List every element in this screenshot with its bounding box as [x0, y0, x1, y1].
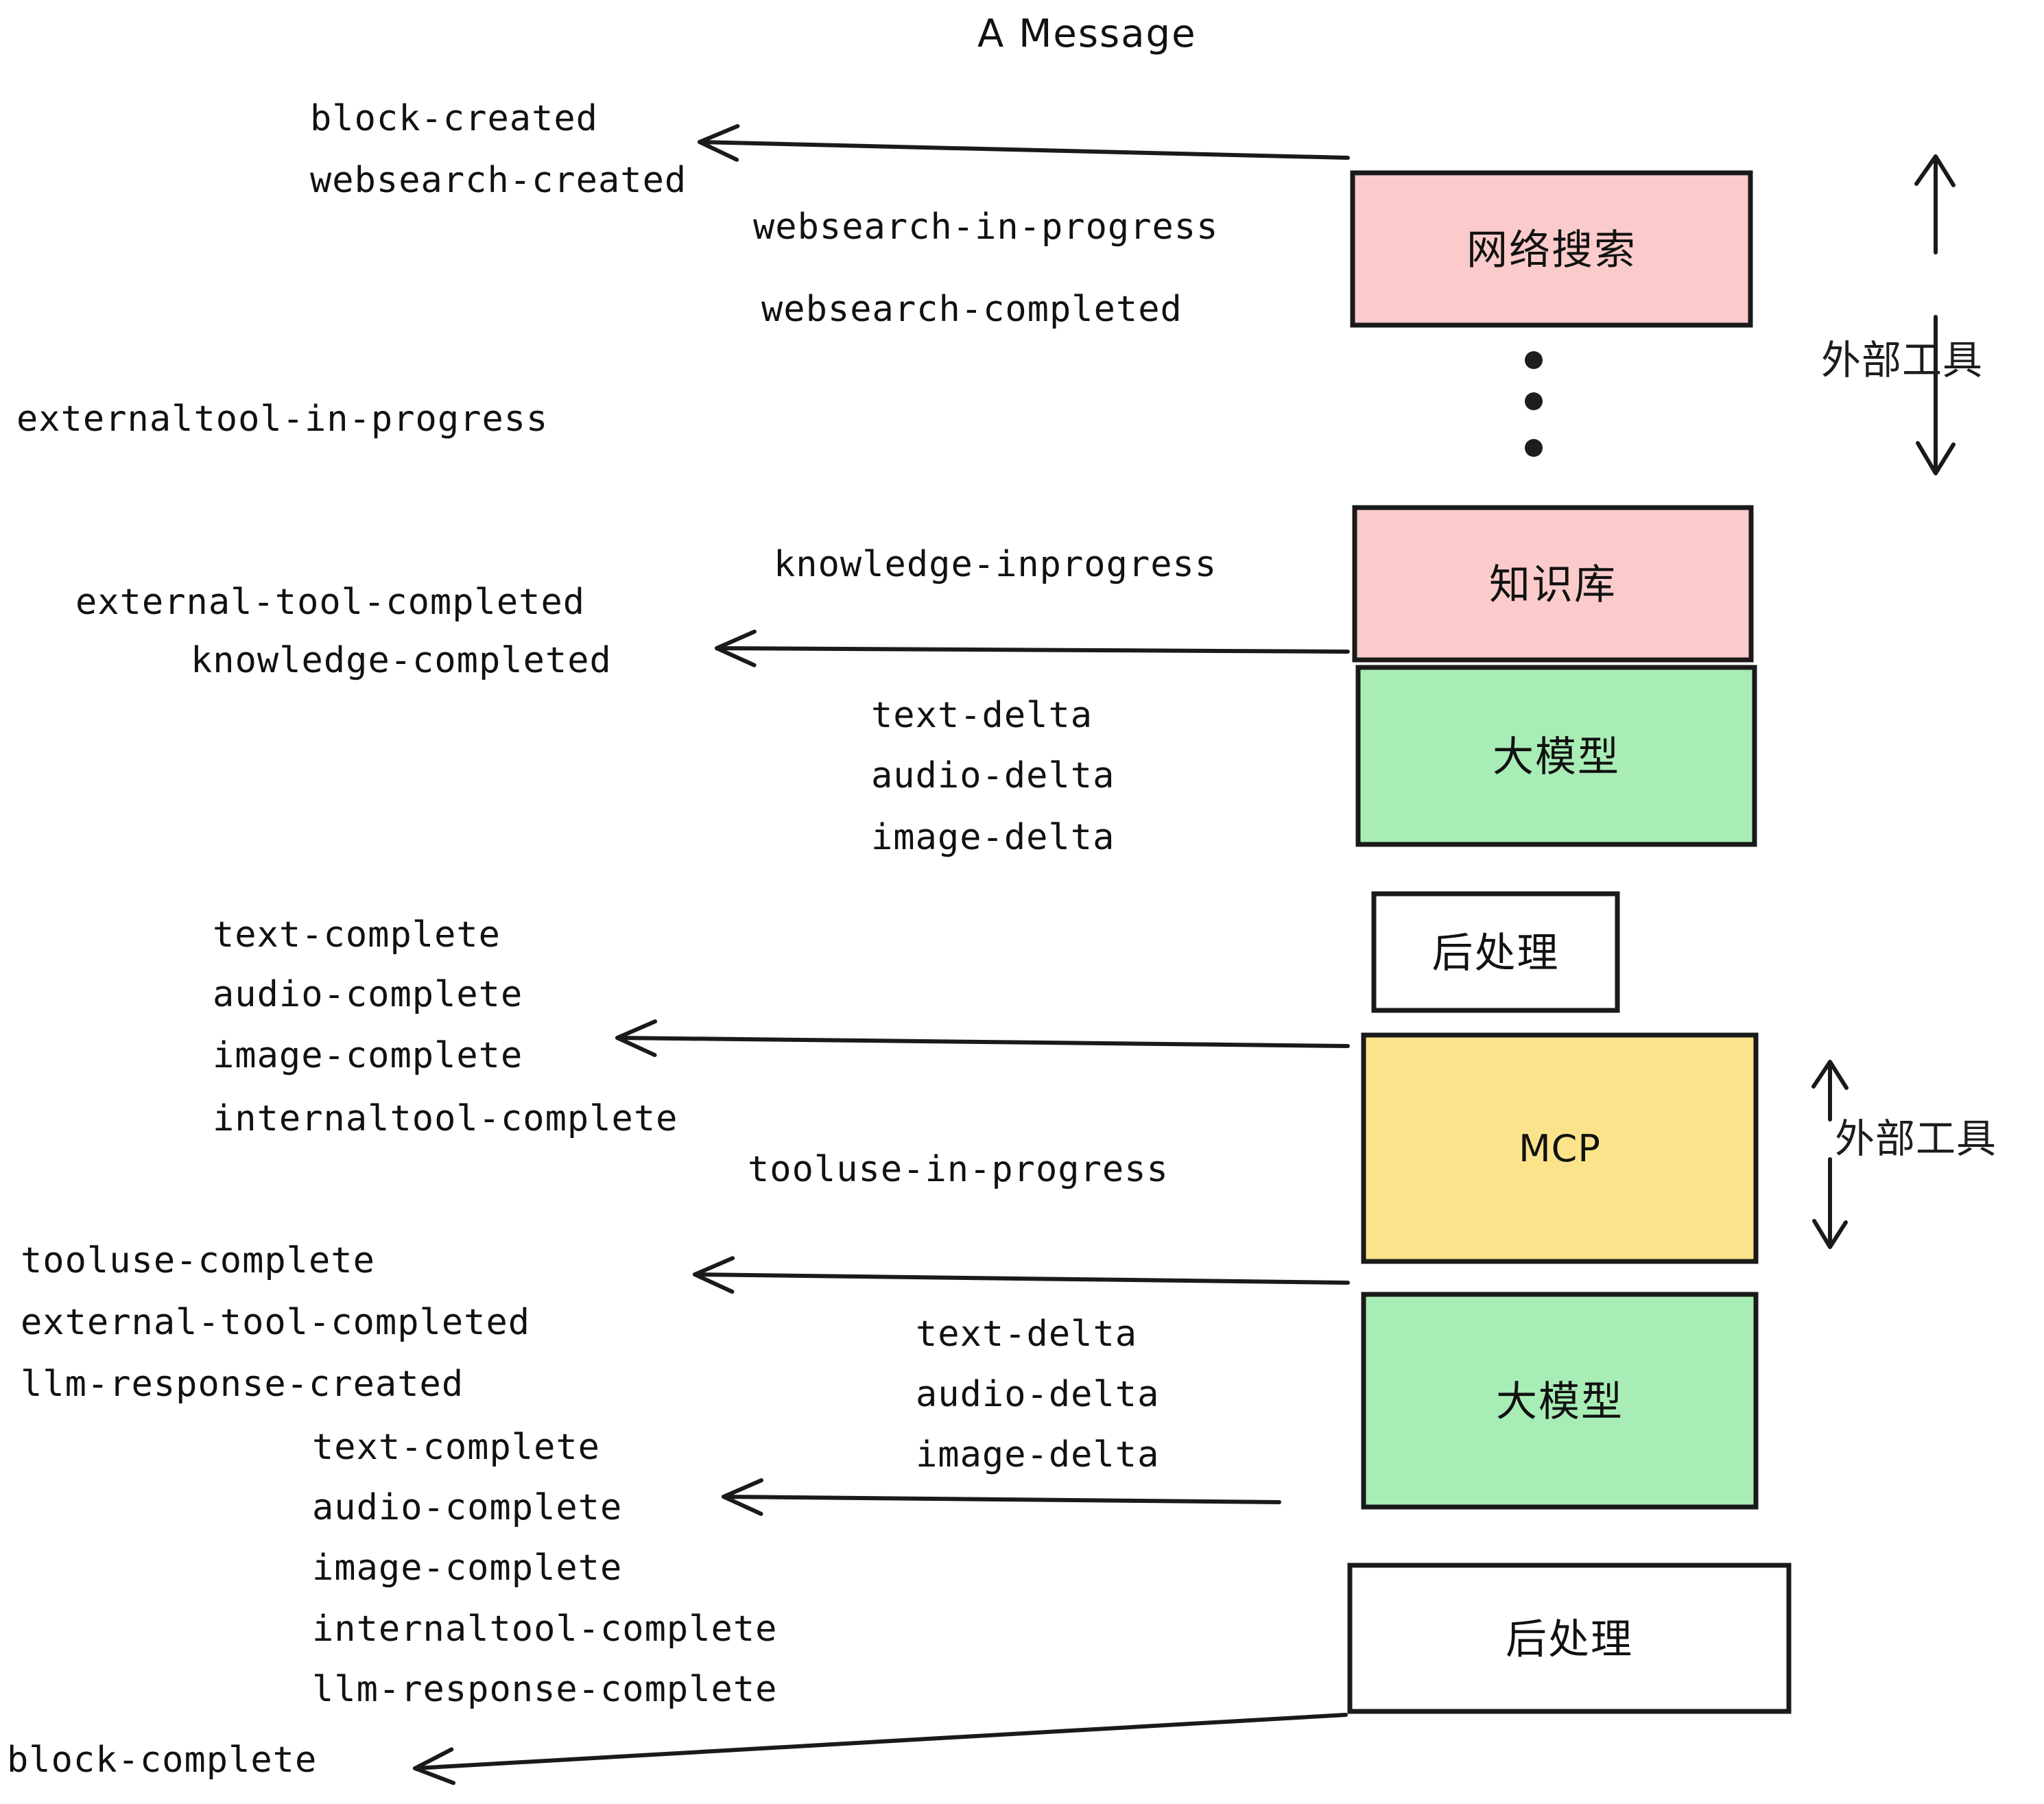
box-label-llm-2: 大模型	[1496, 1378, 1624, 1426]
arrow-knowledge-completed	[715, 629, 1350, 667]
box-shape-llm-2	[1361, 1292, 1759, 1510]
event-label-websearch-in-progress: websearch-in-progress	[753, 206, 1218, 248]
page-title: A Message	[977, 12, 1197, 56]
flow-arrows-group	[413, 123, 1350, 1785]
process-box-mcp: MCP	[1361, 1032, 1759, 1264]
arrow-tooluse-complete	[693, 1256, 1350, 1294]
arrow-audio-complete-head	[722, 1478, 764, 1517]
event-label-external-tool-completed-2: external-tool-completed	[21, 1302, 530, 1343]
ellipsis-dot-1	[1525, 351, 1543, 369]
event-label-audio-complete-1: audio-complete	[213, 974, 523, 1015]
arrow-websearch-created-head	[698, 123, 740, 162]
event-label-external-tool-completed-1: external-tool-completed	[75, 582, 585, 623]
ellipsis-dots-group	[1525, 351, 1543, 457]
process-box-postprocess-1: 后处理	[1371, 891, 1620, 1013]
event-label-image-complete-2: image-complete	[312, 1547, 622, 1589]
annotation-label-external-tools-bottom: 外部工具	[1835, 1115, 1997, 1162]
ellipsis-dot-2	[1525, 392, 1543, 410]
arrow-audio-complete-line	[722, 1495, 1281, 1504]
box-shape-postprocess-2	[1347, 1563, 1792, 1714]
event-label-text-complete-2: text-complete	[312, 1427, 600, 1468]
box-label-knowledge: 知识库	[1489, 561, 1617, 609]
event-label-llm-response-created: llm-response-created	[21, 1364, 464, 1405]
box-label-websearch: 网络搜索	[1466, 226, 1637, 274]
process-box-knowledge: 知识库	[1352, 505, 1754, 663]
event-label-tooluse-in-progress: tooluse-in-progress	[748, 1149, 1169, 1190]
arrow-audio-complete	[722, 1478, 1281, 1517]
arrow-knowledge-completed-head	[715, 629, 757, 667]
event-label-knowledge-inprogress: knowledge-inprogress	[774, 544, 1217, 585]
box-shape-postprocess-1	[1371, 891, 1620, 1013]
arrow-block-complete-line	[413, 1713, 1348, 1770]
box-label-postprocess-1: 后处理	[1432, 929, 1560, 977]
box-shape-knowledge	[1352, 505, 1754, 663]
event-label-text-delta-2: text-delta	[916, 1314, 1137, 1355]
arrow-websearch-created-line	[698, 140, 1350, 160]
range-down-arrowhead-top	[1916, 441, 1956, 475]
event-labels-group: block-created websearch-created websearch-…	[7, 98, 1218, 1781]
process-box-postprocess-2: 后处理	[1347, 1563, 1792, 1714]
arrow-tooluse-complete-line	[693, 1272, 1350, 1285]
event-label-block-complete: block-complete	[7, 1740, 317, 1781]
ellipsis-dot-3	[1525, 439, 1543, 457]
event-label-image-complete-1: image-complete	[213, 1035, 523, 1076]
arrow-image-complete-head	[615, 1019, 658, 1058]
box-label-mcp: MCP	[1519, 1127, 1601, 1170]
box-label-llm-1: 大模型	[1493, 733, 1620, 781]
event-label-block-created: block-created	[310, 98, 598, 139]
event-label-text-complete-1: text-complete	[213, 914, 501, 956]
range-down-arrowhead-bottom	[1812, 1219, 1848, 1249]
range-up-arrowhead-top	[1914, 154, 1956, 187]
process-box-llm-1: 大模型	[1355, 665, 1757, 847]
event-label-audio-delta-2: audio-delta	[916, 1374, 1159, 1415]
event-label-websearch-completed: websearch-completed	[761, 289, 1183, 330]
event-label-tooluse-complete: tooluse-complete	[21, 1240, 375, 1281]
event-label-audio-delta-1: audio-delta	[871, 755, 1115, 796]
event-label-internaltool-complete-2: internaltool-complete	[312, 1609, 777, 1650]
arrow-image-complete-line	[615, 1036, 1350, 1048]
event-label-text-delta-1: text-delta	[871, 695, 1093, 736]
process-box-websearch: 网络搜索	[1350, 170, 1753, 328]
arrow-block-complete	[413, 1713, 1348, 1785]
event-label-image-delta-2: image-delta	[916, 1434, 1159, 1475]
event-label-websearch-created: websearch-created	[310, 160, 687, 201]
arrow-image-complete	[615, 1019, 1350, 1058]
event-label-knowledge-completed: knowledge-completed	[191, 640, 612, 681]
annotation-label-external-tools-top: 外部工具	[1821, 337, 1983, 383]
external-tool-range-bottom	[1811, 1060, 1849, 1249]
arrow-tooluse-complete-head	[693, 1256, 735, 1294]
box-shape-mcp	[1361, 1032, 1759, 1264]
range-up-arrowhead-bottom	[1811, 1060, 1849, 1090]
event-label-internaltool-complete-1: internaltool-complete	[213, 1098, 678, 1139]
box-label-postprocess-2: 后处理	[1506, 1616, 1633, 1664]
event-label-image-delta-1: image-delta	[871, 817, 1115, 858]
external-tool-range-top	[1914, 154, 1956, 475]
arrow-websearch-created	[698, 123, 1350, 162]
arrow-block-complete-head	[413, 1747, 456, 1785]
arrow-knowledge-completed-line	[715, 646, 1350, 654]
event-label-llm-response-complete: llm-response-complete	[312, 1669, 777, 1710]
box-shape-llm-1	[1355, 665, 1757, 847]
process-box-llm-2: 大模型	[1361, 1292, 1759, 1510]
box-shape-websearch	[1350, 170, 1753, 328]
event-label-audio-complete-2: audio-complete	[312, 1487, 622, 1528]
event-label-externaltool-in-progress: externaltool-in-progress	[16, 399, 548, 440]
